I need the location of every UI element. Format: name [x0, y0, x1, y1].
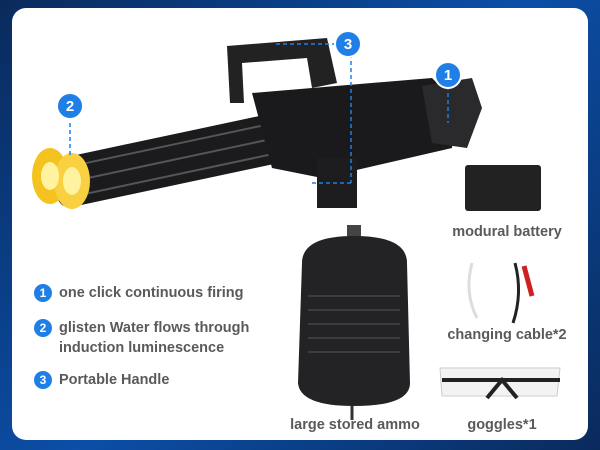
- feature-3: 3 Portable Handle: [34, 370, 294, 390]
- number-3-icon: 3: [34, 371, 52, 389]
- callout-badge-1: 1: [434, 61, 462, 89]
- cable-image: [467, 262, 535, 324]
- battery-image: [465, 165, 541, 211]
- number-2-icon: 2: [34, 319, 52, 337]
- callout-badge-2: 2: [56, 92, 84, 120]
- feature-text: glisten Water flows through induction lu…: [59, 320, 250, 356]
- product-panel: 1 2 3 1 one click continuous firing 2 gl…: [12, 8, 588, 440]
- goggles-image: [439, 367, 561, 400]
- callout-badge-3: 3: [334, 30, 362, 58]
- feature-text: one click continuous firing: [59, 285, 244, 301]
- gatling-water-gun-image: [32, 38, 482, 209]
- ammo-pack-image: [298, 225, 410, 420]
- ammo-label: large stored ammo: [290, 417, 420, 433]
- goggles-label: goggles*1: [467, 417, 537, 433]
- feature-1: 1 one click continuous firing: [34, 283, 294, 303]
- feature-text: Portable Handle: [59, 372, 170, 388]
- feature-2: 2 glisten Water flows through induction …: [34, 318, 294, 358]
- callout-lines: [69, 43, 449, 184]
- cable-label: changing cable*2: [447, 327, 567, 343]
- product-illustration: [32, 38, 561, 420]
- battery-label: modural battery: [452, 224, 562, 240]
- number-1-icon: 1: [34, 284, 52, 302]
